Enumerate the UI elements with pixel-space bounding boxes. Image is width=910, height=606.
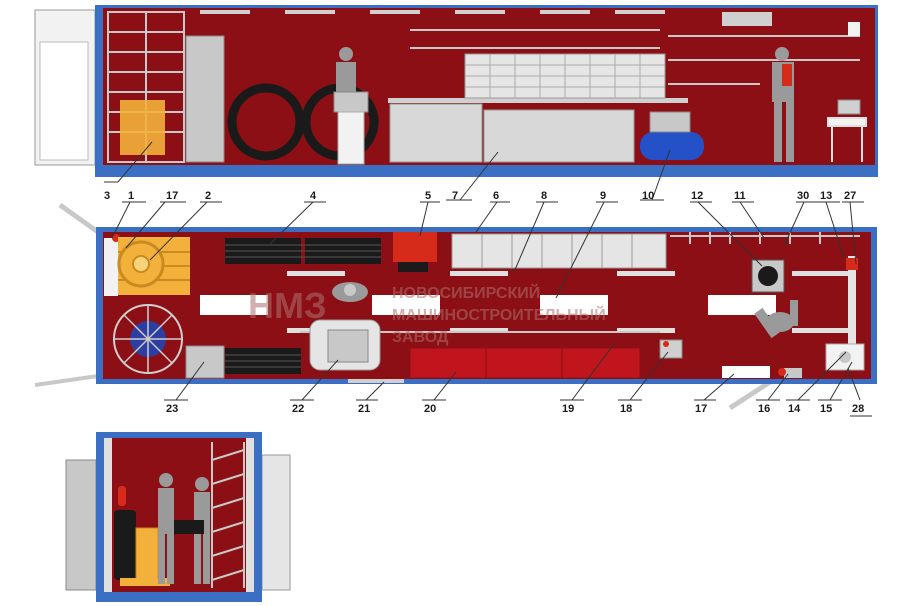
plan-view: НМЗ НОВОСИБИРСКИЙ МАШИНОСТРОИТЕЛЬНЫЙ ЗАВ… <box>34 202 877 411</box>
plan-red-unit <box>393 232 437 262</box>
side-compressor-tank <box>640 132 704 160</box>
label-15: 15 <box>820 403 832 415</box>
watermark-line2: МАШИНОСТРОИТЕЛЬНЫЙ <box>392 305 606 324</box>
side-cabinet <box>185 35 225 163</box>
plan-hose-wheel-spokes <box>114 305 182 373</box>
label-1: 1 <box>128 190 134 202</box>
side-reel-pallet <box>120 100 165 155</box>
label-2: 2 <box>205 190 211 202</box>
label-28: 28 <box>852 403 864 415</box>
end-view <box>65 432 291 602</box>
plan-extinguisher-2 <box>778 368 786 376</box>
side-drawer-bank <box>464 53 666 99</box>
end-right-door <box>261 454 291 591</box>
end-rack <box>211 442 245 588</box>
side-mannequin-1 <box>333 47 369 165</box>
label-27: 27 <box>844 190 856 202</box>
label-17-top: 17 <box>166 190 178 202</box>
side-compressor-motor <box>649 111 691 133</box>
leader-lines <box>104 141 872 417</box>
plan-lower-cabinets <box>409 347 641 379</box>
label-20: 20 <box>424 403 436 415</box>
label-23: 23 <box>166 403 178 415</box>
watermark-line3: ЗАВОД <box>392 329 449 346</box>
side-small-device <box>837 99 861 115</box>
plan-red-unit-base <box>398 262 428 272</box>
side-small-table <box>827 117 867 162</box>
label-11: 11 <box>734 190 746 202</box>
side-door-panel <box>39 41 89 161</box>
side-mannequin-2 <box>772 47 794 162</box>
end-left-door <box>65 459 97 591</box>
end-extinguisher <box>118 486 126 506</box>
label-10: 10 <box>642 190 654 202</box>
label-6: 6 <box>493 190 499 202</box>
callout-labels: 3 7 10 1 17 2 4 5 6 8 9 12 11 30 13 27 2… <box>104 190 864 415</box>
plan-hose-coil-lines <box>225 244 381 368</box>
label-3: 3 <box>104 190 110 202</box>
plan-pipe-27 <box>848 256 856 358</box>
label-12: 12 <box>691 190 703 202</box>
side-wall-rails <box>410 29 860 85</box>
label-4: 4 <box>310 190 317 202</box>
end-right-panel <box>246 438 254 592</box>
side-view <box>34 5 878 177</box>
side-bench-top <box>388 98 688 103</box>
label-18: 18 <box>620 403 632 415</box>
side-lower-cabinets <box>389 103 635 163</box>
end-pallet <box>120 578 170 586</box>
label-9: 9 <box>600 190 606 202</box>
label-13: 13 <box>820 190 832 202</box>
plan-side-door <box>728 379 772 411</box>
plan-gauge-dial <box>663 341 669 347</box>
end-reel <box>135 527 159 581</box>
side-small-box <box>848 22 860 36</box>
end-side-panel <box>104 438 112 592</box>
plan-equipment-12-core <box>758 266 778 286</box>
plan-bench-17 <box>722 366 770 378</box>
plan-device-16 <box>784 368 802 378</box>
label-16: 16 <box>758 403 770 415</box>
plan-step <box>348 379 404 383</box>
plan-device-15 <box>839 351 851 363</box>
plan-entrance-panel <box>104 238 118 296</box>
label-17-bottom: 17 <box>695 403 707 415</box>
label-30: 30 <box>797 190 809 202</box>
plan-door-lower <box>34 374 99 387</box>
label-5: 5 <box>425 190 431 202</box>
plan-mannequin-seated <box>754 300 798 339</box>
side-top-box <box>722 12 772 26</box>
label-8: 8 <box>541 190 547 202</box>
plan-cabinet-23 <box>185 345 225 379</box>
plan-cable-reel-hub <box>132 255 150 273</box>
watermark-logo: НМЗ <box>248 285 327 326</box>
side-ceiling-lights <box>200 10 665 14</box>
plan-floor-hatches <box>200 295 776 315</box>
plan-cabinet-row <box>451 233 667 269</box>
end-mannequins <box>158 473 210 584</box>
plan-door-upper <box>58 202 100 235</box>
label-7: 7 <box>452 190 458 202</box>
label-22: 22 <box>292 403 304 415</box>
label-21: 21 <box>358 403 370 415</box>
end-bench <box>174 520 204 534</box>
label-14: 14 <box>788 403 801 415</box>
plan-workstation <box>309 282 381 371</box>
label-19: 19 <box>562 403 574 415</box>
watermark: НМЗ НОВОСИБИРСКИЙ МАШИНОСТРОИТЕЛЬНЫЙ ЗАВ… <box>248 283 606 346</box>
plan-valve <box>846 258 858 270</box>
end-hose-coil <box>114 510 136 580</box>
watermark-line1: НОВОСИБИРСКИЙ <box>392 283 540 302</box>
side-hose-reel-1 <box>227 83 305 161</box>
